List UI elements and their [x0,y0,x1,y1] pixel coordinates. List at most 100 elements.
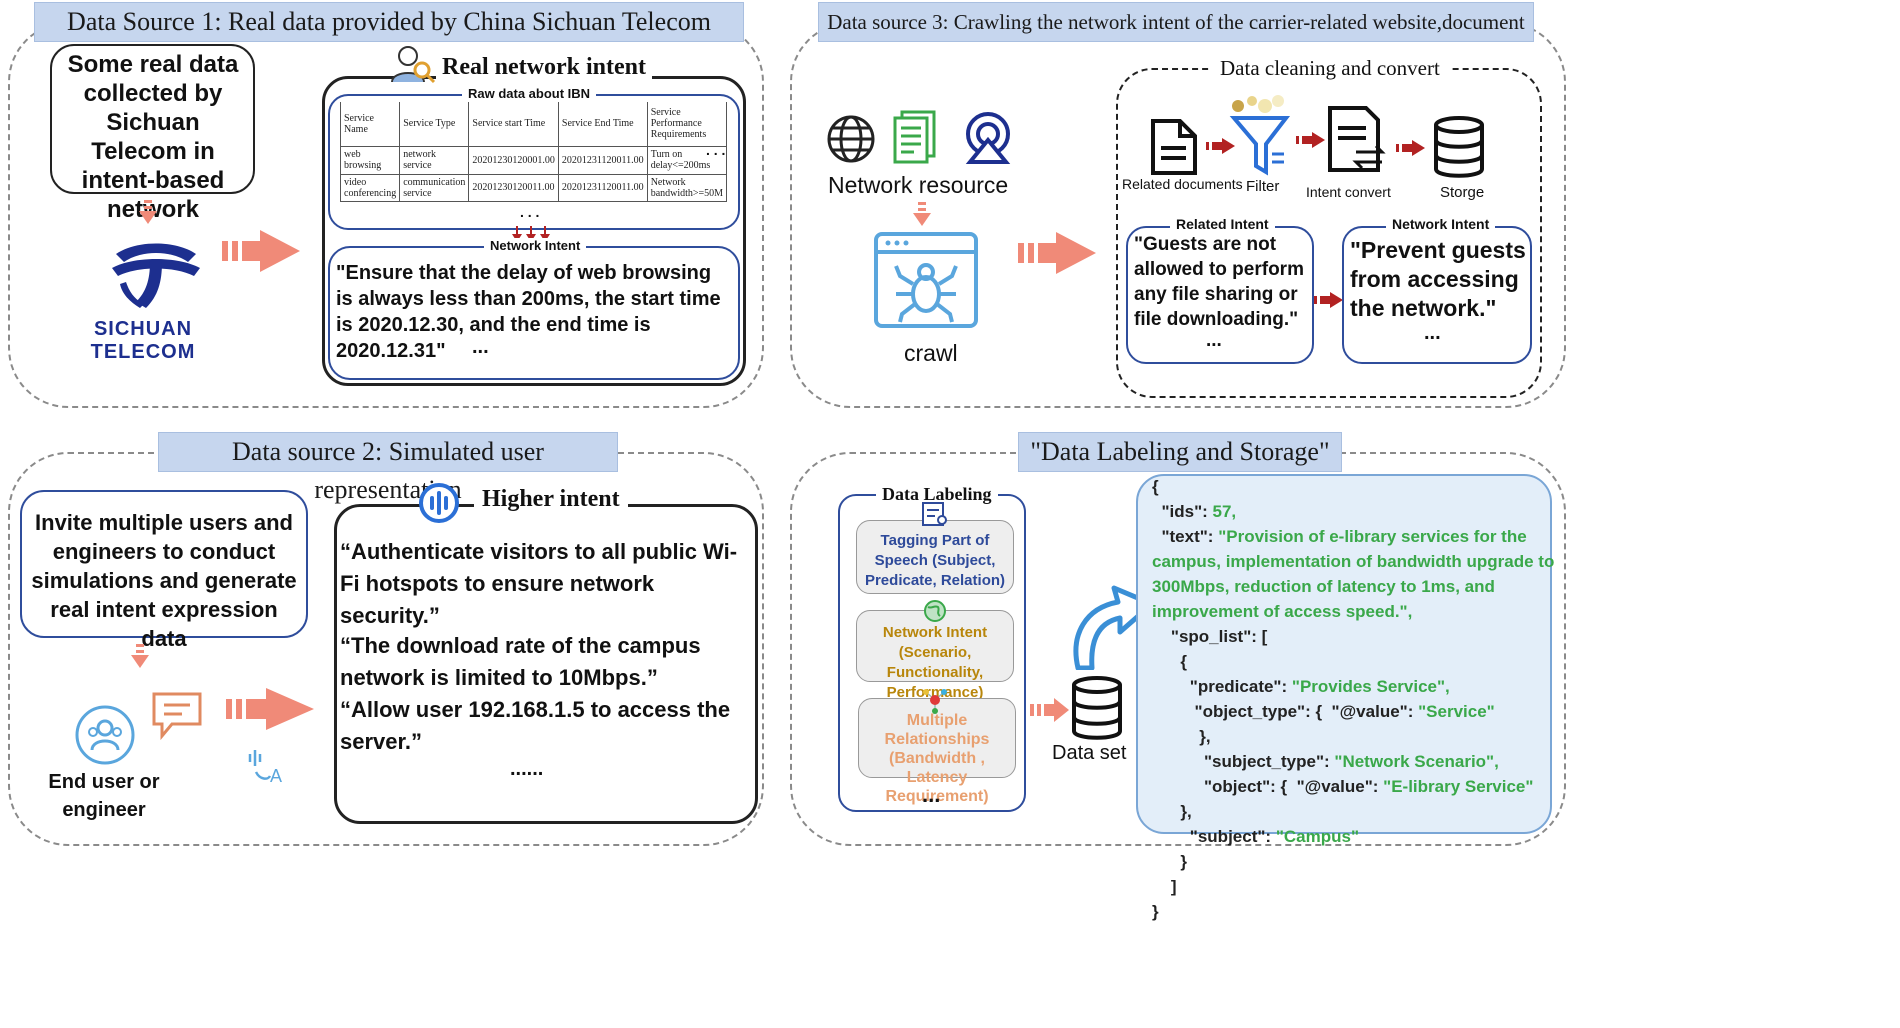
svg-text:A: A [270,766,282,786]
json-value: "Network Scenario", [1334,752,1499,771]
json-line: 300Mbps, reduction of latency to 1ms, an… [1152,574,1548,599]
p2-source-box: Invite multiple users and engineers to c… [20,490,308,651]
json-value: "Service" [1418,702,1495,721]
json-line: campus, implementation of bandwidth upgr… [1152,549,1554,574]
json-line: "subject": "Campus" [1152,824,1548,849]
user-group-icon [75,705,135,765]
right-arrow-icon [1206,138,1235,154]
table-header-row: Service Name Service Type Service start … [339,102,728,147]
json-key: { [1152,652,1187,671]
label-item-text: Tagging Part of Speech (Subject, Predica… [864,532,1006,589]
p3-network-intent-box [1342,226,1532,364]
down-arrow-icon [913,202,931,226]
p3-network-intent-label: Network Intent [1386,216,1496,232]
step-label-related-documents: Related documents [1122,176,1243,192]
json-key: ] [1152,877,1177,896]
json-value: 300Mbps, reduction of latency to 1ms, an… [1152,577,1495,596]
panel-3-title: Data source 3: Crawling the network inte… [818,2,1534,42]
flow-arrow-icon [1018,232,1096,274]
panel-1-title: Data Source 1: Real data provided by Chi… [34,2,744,42]
chat-bubble-icon [152,692,202,741]
end-user-label: End user or engineer [48,771,160,821]
json-record: { "ids": 57, "text": "Provision of e-lib… [1152,474,1554,924]
related-intent-ellipsis: ... [1206,330,1222,351]
real-intent-title: Real network intent [436,54,652,81]
related-documents-icon [1151,119,1197,175]
json-value: improvement of access speed.", [1152,602,1413,621]
audio-wave-icon [419,483,459,523]
quotes-ellipsis: ...... [510,758,544,780]
json-key: "spo_list": [ [1152,627,1268,646]
table-header: Service Name [339,102,401,147]
json-line: "predicate": "Provides Service", [1152,674,1548,699]
table-cell: video conferencing [339,173,401,202]
json-line: { [1152,474,1548,499]
flow-arrow-icon [222,230,300,272]
higher-intent-box [334,504,758,824]
p3-network-intent-text: "Prevent guests from accessing the netwo… [1350,237,1526,321]
table-ellipsis-bottom: . . . [520,204,540,220]
json-key: "text": [1152,527,1219,546]
down-arrow-icon [139,200,157,224]
panel-2-title: Data source 2: Simulated user representa… [158,432,618,504]
related-intent-label: Related Intent [1170,216,1275,232]
json-line: "spo_list": [ [1152,624,1548,649]
tag-icon [922,502,947,526]
json-line: }, [1152,799,1548,824]
table-cell: 20201231120011.00 [557,145,648,175]
json-value: "Provides Service", [1291,677,1450,696]
json-line: "subject_type": "Network Scenario", [1152,749,1548,774]
table-row: web browsing network service 20201230120… [339,145,728,175]
p1-network-intent-text: "Ensure that the delay of web browsing i… [336,262,721,362]
globe-icon [924,600,946,622]
step-label-storge: Storge [1440,184,1485,201]
crawl-label: crawl [904,340,958,366]
table-header: Service Type [399,102,470,147]
quote-2: “The download rate of the campus network… [340,633,701,690]
p3-network-intent-ellipsis: ... [1424,322,1441,344]
p1-network-intent-ellipsis: ... [472,336,489,358]
dataset-label: Data set [1052,742,1127,764]
json-key: { [1152,477,1159,496]
p2-source-text: Invite multiple users and engineers to c… [31,510,297,651]
json-line: "object": { "@value": "E-library Service… [1152,774,1548,799]
intent-convert-icon [1328,106,1386,172]
table-row: video conferencing communication service… [339,173,728,202]
sichuan-telecom-label: SICHUAN TELECOM [90,318,196,363]
network-resource-label: Network resource [828,172,1009,198]
table-header: Service Performance Requirements [646,102,728,147]
raw-data-label: Raw data about IBN [462,86,597,101]
table-cell: communication service [399,173,470,202]
json-key: } [1152,902,1159,921]
label-item-pos: Tagging Part of Speech (Subject, Predica… [856,520,1014,594]
table-cell: web browsing [339,145,401,175]
p1-source-text: Some real data collected by Sichuan Tele… [67,51,239,223]
table-header: Service start Time [468,102,559,147]
database-icon [1434,116,1484,178]
table-ellipsis-right: . . . [706,142,726,158]
json-line: { [1152,649,1548,674]
quote-1: “Authenticate visitors to all public Wi-… [340,539,738,628]
database-icon [1072,676,1122,740]
json-line: ] [1152,874,1548,899]
p1-network-intent-box [328,246,740,380]
labeling-title: Data Labeling [876,484,998,505]
json-key: }, [1152,802,1192,821]
quote-3: “Allow user 192.168.1.5 to access the se… [340,697,731,754]
down-arrow-icon [131,644,149,668]
document-icon [893,110,936,164]
panel-4-title: "Data Labeling and Storage" [1018,432,1342,472]
right-arrow-icon [1296,132,1325,148]
json-value: "Campus" [1275,827,1360,846]
table-cell: 20201231120011.00 [557,173,648,202]
cleaning-label: Data cleaning and convert [1210,56,1450,81]
json-line: improvement of access speed.", [1152,599,1548,624]
label-item-text: Network Intent (Scenario, Functionality,… [882,624,988,701]
right-arrow-icon [1396,140,1425,156]
filter-icon [1229,95,1291,176]
json-line: "ids": 57, [1152,499,1548,524]
analyst-icon [391,46,436,84]
table-cell: network service [399,145,470,175]
json-value: "Provision of e-library services for the [1218,527,1527,546]
json-value: 57, [1212,502,1237,521]
